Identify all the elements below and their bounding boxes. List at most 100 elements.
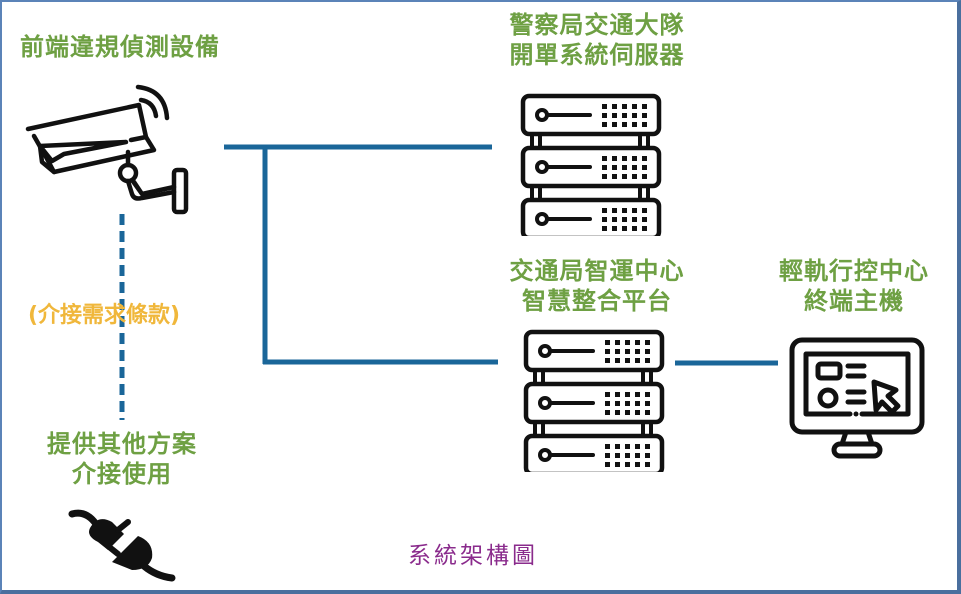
server-unit-vent	[622, 122, 627, 127]
server-unit-vent	[615, 340, 620, 345]
server-unit-vent	[602, 226, 607, 231]
server-unit-vent	[632, 122, 637, 127]
server-unit-vent	[625, 358, 630, 363]
server-rack-icon	[520, 93, 662, 236]
server-unit-vent	[622, 226, 627, 231]
server-unit-vent	[625, 392, 630, 397]
server-unit-vent	[615, 462, 620, 467]
server-unit-vent	[602, 113, 607, 118]
server-unit-vent	[622, 156, 627, 161]
server-unit-vent	[645, 453, 650, 458]
server-unit	[520, 145, 662, 189]
server-unit-vent	[602, 122, 607, 127]
server-unit-vent	[602, 104, 607, 109]
server-unit-vent	[625, 462, 630, 467]
monitor-icon	[789, 337, 925, 459]
server-unit-vent	[645, 392, 650, 397]
diagram-caption: 系統架構圖	[408, 543, 538, 569]
server-unit-vent	[635, 462, 640, 467]
server-unit-vent	[605, 358, 610, 363]
server-unit-vent	[602, 208, 607, 213]
lrt-terminal-label: 輕軌行控中心 終端主機	[744, 256, 957, 316]
server-unit-vent	[635, 358, 640, 363]
server-unit-vent	[632, 217, 637, 222]
server-unit-vent	[622, 165, 627, 170]
server-unit-vent	[642, 122, 647, 127]
server-unit-vent	[612, 156, 617, 161]
police-server-label-line-2: 開單系統伺服器	[509, 41, 685, 69]
server-unit-vent	[642, 165, 647, 170]
server-unit-vent	[645, 444, 650, 449]
server-unit-vent	[645, 410, 650, 415]
server-unit-vent	[612, 174, 617, 179]
server-unit-vent	[615, 401, 620, 406]
server-unit-vent	[642, 113, 647, 118]
server-unit-vent	[635, 340, 640, 345]
server-unit-vent	[605, 340, 610, 345]
server-unit-vent	[605, 392, 610, 397]
server-unit-vent	[635, 392, 640, 397]
server-unit-vent	[605, 410, 610, 415]
server-unit-vent	[642, 156, 647, 161]
server-unit-vent	[615, 349, 620, 354]
server-unit	[523, 433, 665, 472]
server-unit-vent	[632, 156, 637, 161]
server-unit-vent	[642, 174, 647, 179]
server-unit-vent	[605, 444, 610, 449]
other-solutions-label: 提供其他方案 介接使用	[32, 429, 212, 489]
traffic-platform-label-line-2: 智慧整合平台	[522, 287, 672, 315]
server-unit-vent	[645, 401, 650, 406]
server-unit-vent	[645, 358, 650, 363]
server-unit-vent	[642, 226, 647, 231]
camera-label-text: 前端違規偵測設備	[20, 33, 220, 61]
server-unit-vent	[605, 453, 610, 458]
other-solutions-label-line-2: 介接使用	[72, 460, 172, 488]
server-unit-vent	[632, 113, 637, 118]
server-unit-vent	[612, 113, 617, 118]
server-unit-vent	[632, 174, 637, 179]
server-unit-vent	[632, 208, 637, 213]
server-unit-vent	[635, 401, 640, 406]
server-unit-vent	[632, 226, 637, 231]
server-unit	[520, 93, 662, 137]
server-unit-vent	[612, 165, 617, 170]
server-unit-vent	[602, 165, 607, 170]
server-unit-vent	[642, 217, 647, 222]
server-unit-vent	[642, 104, 647, 109]
server-unit-vent	[615, 444, 620, 449]
server-unit-vent	[615, 392, 620, 397]
server-unit-vent	[625, 410, 630, 415]
server-unit-vent	[632, 104, 637, 109]
server-unit-vent	[635, 444, 640, 449]
server-unit	[520, 197, 662, 236]
server-unit-vent	[645, 349, 650, 354]
traffic-platform-label: 交通局智運中心 智慧整合平台	[472, 256, 722, 316]
server-unit-vent	[612, 122, 617, 127]
server-unit-vent	[625, 453, 630, 458]
server-unit-vent	[622, 174, 627, 179]
police-server-label-line-1: 警察局交通大隊	[509, 11, 685, 39]
camera-label: 前端違規偵測設備	[20, 32, 220, 62]
server-unit-vent	[622, 208, 627, 213]
server-unit-vent	[625, 401, 630, 406]
police-server-label: 警察局交通大隊 開單系統伺服器	[472, 10, 722, 70]
server-unit-vent	[642, 208, 647, 213]
server-unit-vent	[602, 156, 607, 161]
cctv-camera-icon	[25, 84, 189, 215]
plug-connector-icon	[68, 509, 176, 582]
server-unit-vent	[635, 349, 640, 354]
server-unit-vent	[612, 226, 617, 231]
server-unit-vent	[602, 217, 607, 222]
server-unit-vent	[625, 340, 630, 345]
server-unit-vent	[625, 349, 630, 354]
other-solutions-label-line-1: 提供其他方案	[47, 430, 197, 458]
server-unit-vent	[602, 174, 607, 179]
lrt-terminal-label-line-1: 輕軌行控中心	[779, 257, 929, 285]
server-unit-vent	[605, 401, 610, 406]
server-unit-vent	[645, 340, 650, 345]
server-unit-vent	[625, 444, 630, 449]
server-unit	[523, 329, 665, 373]
interface-requirement-note: (介接需求條款)	[28, 303, 181, 328]
server-unit-vent	[635, 453, 640, 458]
